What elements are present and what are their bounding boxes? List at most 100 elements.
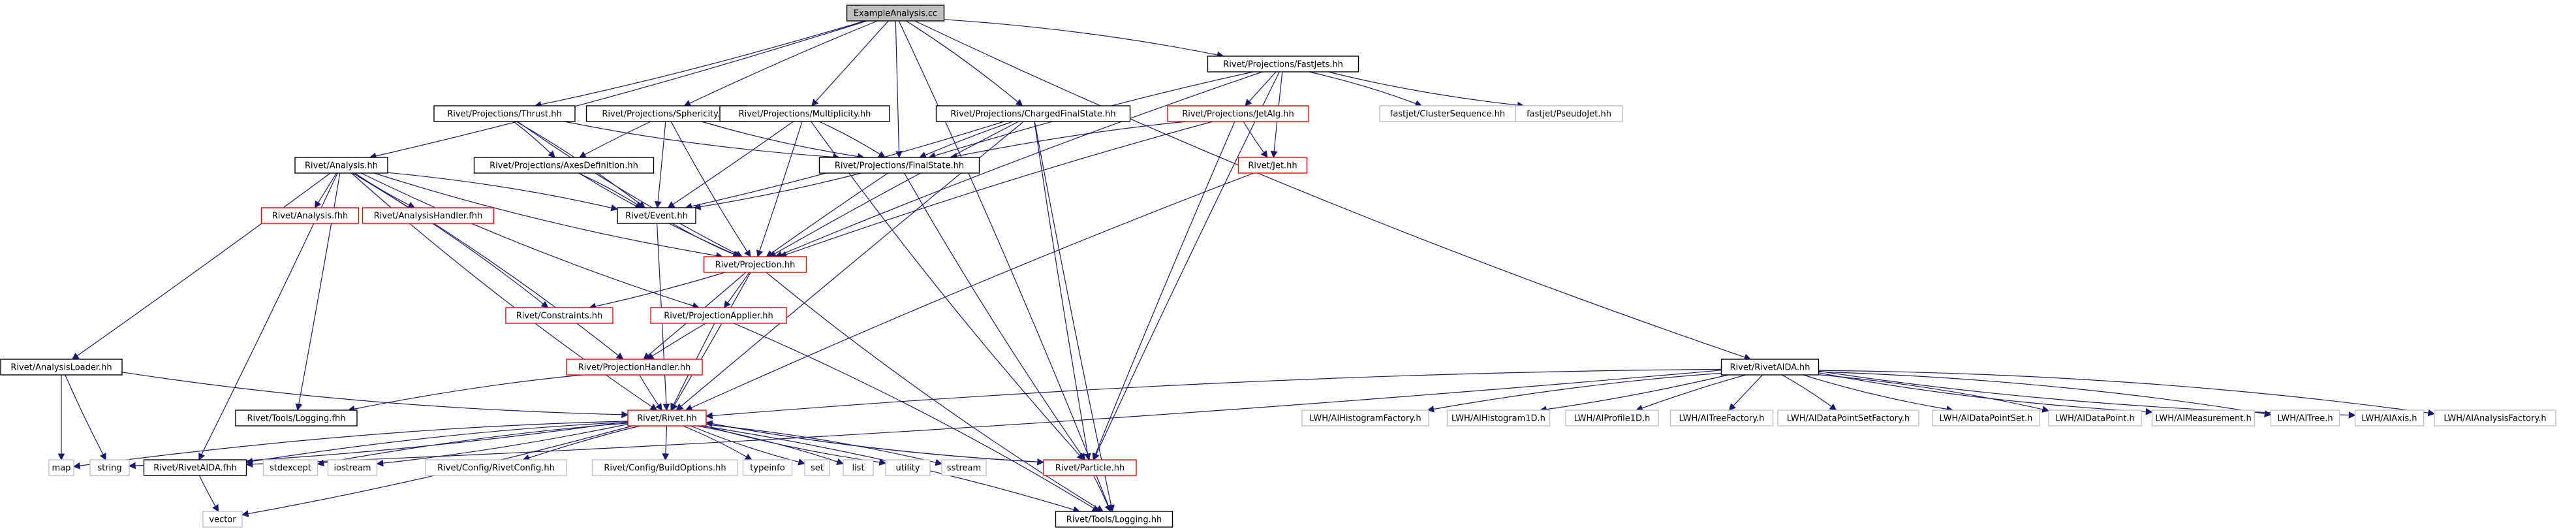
node-label-lwh_dps: LWH/AIDataPointSet.h xyxy=(1940,414,2033,424)
node-box-fastjets xyxy=(1207,56,1359,72)
edge-rivetaidahh-to-lwh_axis xyxy=(1818,370,2356,419)
node-box-jetalg xyxy=(1167,105,1309,122)
node-map: map xyxy=(48,459,74,476)
node-label-sstream: sstream xyxy=(947,464,981,474)
edge-sphericity-to-axesdef xyxy=(578,121,651,158)
node-rivetaidafhh[interactable]: Rivet/RivetAIDA.fhh xyxy=(143,459,247,476)
node-lwh_analysisfactory: LWH/AIAnalysisFactory.h xyxy=(2434,410,2556,426)
edge-rivethh-to-list xyxy=(697,425,845,465)
node-projapplier[interactable]: Rivet/ProjectionApplier.hh xyxy=(650,307,787,324)
edge-projapplier-to-projhandler xyxy=(646,323,706,360)
edge-rivethh-to-vector xyxy=(241,425,633,517)
node-box-lwh_axis xyxy=(2354,410,2425,426)
edge-projhandler-to-rivethh xyxy=(639,374,662,411)
node-label-rivethh: Rivet/Rivet.hh xyxy=(637,414,697,424)
node-analysis[interactable]: Rivet/Analysis.hh xyxy=(294,157,388,174)
node-label-toolslogfhh: Rivet/Tools/Logging.fhh xyxy=(247,414,346,424)
node-box-event xyxy=(617,207,696,224)
edge-analysisloader-to-string xyxy=(65,374,106,460)
node-label-toolslogging: Rivet/Tools/Logging.hh xyxy=(1066,515,1162,525)
node-projhandler[interactable]: Rivet/ProjectionHandler.hh xyxy=(566,359,703,376)
edge-rivethh-to-rivetconfig xyxy=(522,425,640,462)
node-label-list: list xyxy=(852,464,864,474)
node-box-string xyxy=(89,459,130,476)
node-box-particle xyxy=(1043,459,1137,476)
node-string: string xyxy=(89,459,130,476)
node-box-finalstate xyxy=(818,157,980,174)
node-box-clusterseq xyxy=(1379,105,1516,122)
node-typeinfo: typeinfo xyxy=(742,459,793,476)
edge-analysis-to-constraints xyxy=(352,172,549,308)
node-box-analysishandlerfhh xyxy=(362,207,495,224)
node-label-string: string xyxy=(97,464,121,474)
node-chargedfs[interactable]: Rivet/Projections/ChargedFinalState.hh xyxy=(935,105,1131,122)
edge-rivethh-to-buildoptions xyxy=(662,425,670,461)
node-jet[interactable]: Rivet/Jet.hh xyxy=(1237,157,1308,174)
node-label-lwh_axis: LWH/AIAxis.h xyxy=(2361,414,2417,424)
node-iostream: iostream xyxy=(327,459,378,476)
node-analysisfhh[interactable]: Rivet/Analysis.fhh xyxy=(260,207,360,224)
node-thrust[interactable]: Rivet/Projections/Thrust.hh xyxy=(433,105,576,122)
edge-analysis-to-analysisfhh xyxy=(314,172,337,208)
node-fastjets[interactable]: Rivet/Projections/FastJets.hh xyxy=(1207,56,1359,72)
node-finalstate[interactable]: Rivet/Projections/FinalState.hh xyxy=(818,157,980,174)
node-constraints[interactable]: Rivet/Constraints.hh xyxy=(505,307,613,324)
node-box-lwh_analysisfactory xyxy=(2434,410,2556,426)
node-box-lwh_measurement xyxy=(2151,410,2256,426)
edge-rivetaidahh-to-lwh_dp xyxy=(1818,374,2050,413)
node-analysishandlerfhh[interactable]: Rivet/AnalysisHandler.fhh xyxy=(362,207,495,224)
node-label-projection: Rivet/Projection.hh xyxy=(715,261,796,270)
node-projection[interactable]: Rivet/Projection.hh xyxy=(703,256,807,273)
node-toolslogging[interactable]: Rivet/Tools/Logging.hh xyxy=(1055,511,1173,528)
edge-projection-to-constraints xyxy=(589,272,725,310)
node-label-chargedfs: Rivet/Projections/ChargedFinalState.hh xyxy=(950,110,1115,120)
edge-rivethh-to-utility xyxy=(705,425,887,466)
node-box-buildoptions xyxy=(591,459,739,476)
node-multiplicity[interactable]: Rivet/Projections/Multiplicity.hh xyxy=(719,105,890,122)
edge-layer xyxy=(57,19,2436,517)
edge-root-to-multiplicity xyxy=(811,20,889,106)
edge-root-to-chargedfs xyxy=(906,20,1023,106)
node-label-typeinfo: typeinfo xyxy=(750,464,784,474)
node-box-projection xyxy=(703,256,807,273)
node-toolslogfhh[interactable]: Rivet/Tools/Logging.fhh xyxy=(235,410,358,426)
edge-rivethh-to-stdexcept xyxy=(317,423,628,467)
edge-chargedfs-to-particle xyxy=(1034,121,1091,461)
node-lwh_histfactory: LWH/AIHistogramFactory.h xyxy=(1301,410,1429,426)
node-rivetconfig: Rivet/Config/RivetConfig.hh xyxy=(425,459,567,476)
edge-rivetaidahh-to-lwh_analysisfactory xyxy=(1818,370,2436,417)
node-axesdef[interactable]: Rivet/Projections/AxesDefinition.hh xyxy=(473,157,655,174)
edge-rivetaidahh-to-lwh_profile1d xyxy=(1636,374,1746,411)
node-box-typeinfo xyxy=(742,459,793,476)
node-label-analysishandlerfhh: Rivet/AnalysisHandler.fhh xyxy=(374,212,483,221)
edge-root-to-thrust xyxy=(534,20,865,108)
node-rivetaidahh[interactable]: Rivet/RivetAIDA.hh xyxy=(1720,359,1820,376)
edge-sphericity-to-event xyxy=(654,121,666,209)
node-box-lwh_profile1d xyxy=(1565,410,1659,426)
edge-analysis-to-projhandler xyxy=(352,172,624,360)
node-box-lwh_histfactory xyxy=(1301,410,1429,426)
node-box-rivetconfig xyxy=(425,459,567,476)
node-root[interactable]: ExampleAnalysis.cc xyxy=(846,5,945,22)
edge-root-to-fastjets xyxy=(944,19,1224,59)
node-label-buildoptions: Rivet/Config/BuildOptions.hh xyxy=(604,464,726,474)
node-label-analysis: Rivet/Analysis.hh xyxy=(305,161,378,171)
node-label-pseudojet: fastjet/PseudoJet.hh xyxy=(1527,110,1611,120)
node-particle[interactable]: Rivet/Particle.hh xyxy=(1043,459,1137,476)
node-label-jetalg: Rivet/Projections/JetAlg.hh xyxy=(1182,110,1294,120)
edge-rivetaidahh-to-lwh_hist1d xyxy=(1539,374,1729,413)
node-event[interactable]: Rivet/Event.hh xyxy=(617,207,696,224)
edge-rivethh-to-particle xyxy=(706,422,1045,466)
node-rivethh[interactable]: Rivet/Rivet.hh xyxy=(627,410,707,426)
node-label-constraints: Rivet/Constraints.hh xyxy=(516,312,603,321)
node-jetalg[interactable]: Rivet/Projections/JetAlg.hh xyxy=(1167,105,1309,122)
node-label-stdexcept: stdexcept xyxy=(270,464,311,474)
edge-multiplicity-to-projection xyxy=(756,121,803,258)
edge-jetalg-to-particle xyxy=(1092,121,1235,461)
node-lwh_profile1d: LWH/AIProfile1D.h xyxy=(1565,410,1659,426)
node-label-lwh_treefactory: LWH/AITreeFactory.h xyxy=(1679,414,1765,424)
node-lwh_tree: LWH/AITree.h xyxy=(2270,410,2340,426)
node-analysisloader[interactable]: Rivet/AnalysisLoader.hh xyxy=(0,359,123,376)
edge-jetalg-to-finalstate xyxy=(950,121,1187,160)
node-box-analysisloader xyxy=(0,359,123,376)
